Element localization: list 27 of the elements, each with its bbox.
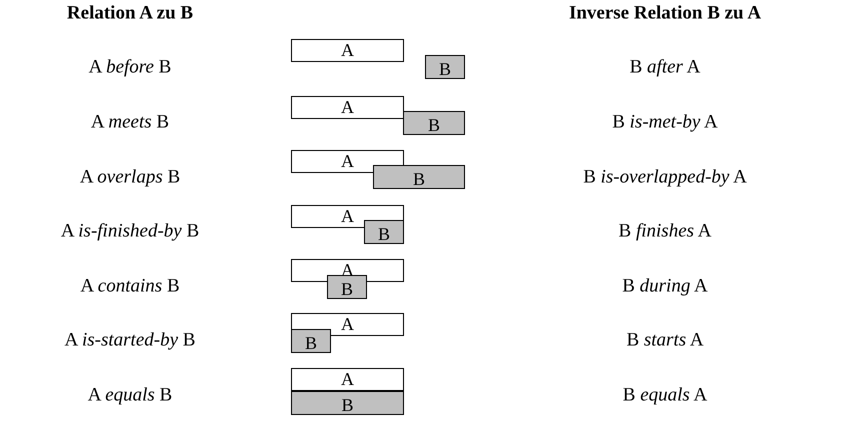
relation-label: A equals B (88, 386, 172, 404)
interval-bar-b: B (425, 55, 465, 79)
interval-bar-a: A (291, 96, 404, 119)
relation-label: B finishes A (618, 222, 712, 240)
relation-label: B during A (622, 276, 708, 296)
interval-bar-b: B (364, 220, 404, 244)
interval-bar-b: B (403, 111, 465, 135)
relation-label: A contains B (80, 276, 180, 296)
relation-label: B after A (630, 58, 700, 76)
interval-bar-a: A (291, 39, 404, 62)
column-heading: Inverse Relation B zu A (568, 4, 762, 22)
interval-bar-b: B (373, 165, 465, 189)
relation-label: A is-started-by B (64, 330, 196, 350)
relation-label: B is-met-by A (612, 112, 718, 132)
interval-bar-a: A (291, 150, 404, 173)
column-heading: Relation A zu B (66, 4, 194, 22)
interval-bar-b: B (291, 391, 404, 415)
relation-label: A overlaps B (80, 168, 180, 186)
interval-bar-b: B (327, 275, 367, 299)
relation-label: B equals A (622, 386, 708, 404)
relation-label: B starts A (626, 330, 704, 350)
relation-label: A before B (88, 58, 172, 76)
relation-label: A meets B (90, 112, 170, 132)
interval-bar-a: A (291, 368, 404, 391)
relation-label: A is-finished-by B (60, 222, 200, 240)
relation-label: B is-overlapped-by A (583, 168, 747, 186)
interval-bar-b: B (291, 329, 331, 353)
